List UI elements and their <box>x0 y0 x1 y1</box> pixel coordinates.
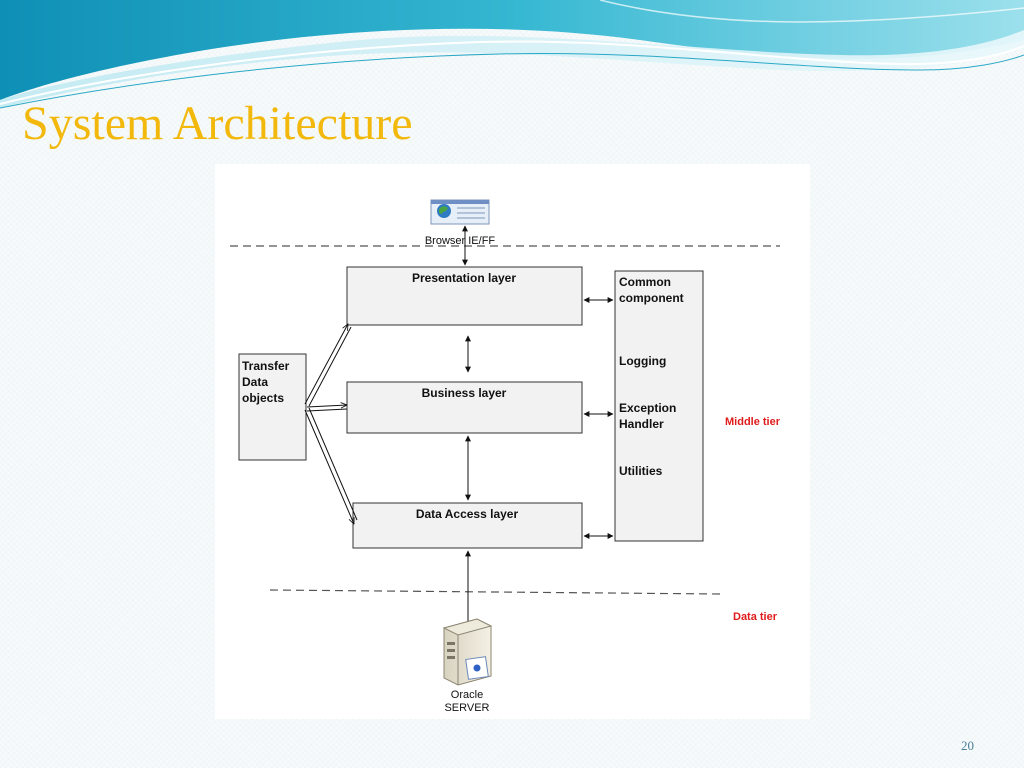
utilities-label: Utilities <box>619 464 663 478</box>
middle-tier-label: Middle tier <box>725 416 781 428</box>
transfer-objects-label-3: objects <box>242 391 284 405</box>
presentation-layer-box <box>346 266 583 326</box>
slide-title: System Architecture <box>22 97 413 150</box>
data-tier-label: Data tier <box>733 611 778 623</box>
exception-handler-label-2: Handler <box>619 417 664 431</box>
server-icon <box>442 618 493 686</box>
browser-icon <box>430 199 490 225</box>
data-tier-separator <box>269 589 721 595</box>
header-waves <box>0 0 1024 109</box>
browser-label: Browser IE/FF <box>425 235 496 247</box>
logging-label: Logging <box>619 354 666 368</box>
transfer-objects-label-2: Data <box>242 375 268 389</box>
data-access-layer-label: Data Access layer <box>416 507 519 521</box>
business-layer-label: Business layer <box>422 386 507 400</box>
transfer-objects-box <box>238 353 307 461</box>
exception-handler-label-1: Exception <box>619 401 676 415</box>
transfer-objects-label-1: Transfer <box>242 359 290 373</box>
business-layer-box <box>346 381 583 434</box>
common-component-label-1: Common <box>619 275 671 289</box>
data-access-layer-box <box>352 502 583 549</box>
presentation-layer-label: Presentation layer <box>412 271 516 285</box>
server-label-2: SERVER <box>444 702 489 714</box>
architecture-diagram: Browser IE/FF Presentation layer Busines… <box>215 164 810 719</box>
common-component-label-2: component <box>619 291 684 305</box>
transfer-connectors <box>304 324 358 524</box>
server-label-1: Oracle <box>451 689 483 701</box>
common-component-box <box>614 270 704 542</box>
slide-number: 20 <box>961 738 974 753</box>
